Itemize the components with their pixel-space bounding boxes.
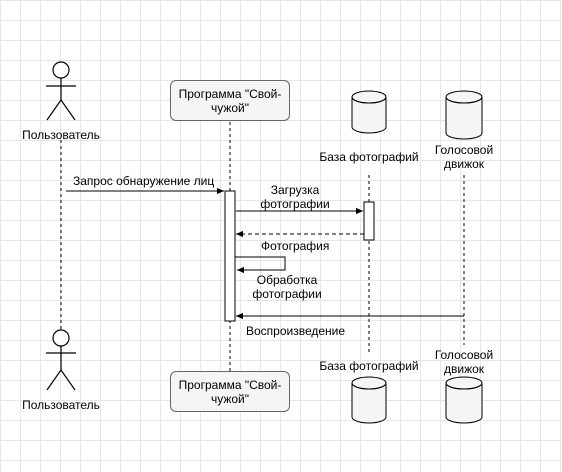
playback-label: Воспроизведение — [246, 324, 346, 338]
process-photo-self-arrow[interactable] — [235, 256, 286, 274]
load-photo-label: Загрузка фотографии — [260, 183, 330, 211]
user-top-label: Пользователь — [22, 128, 100, 142]
program-bottom-box[interactable]: Программа "Свой- чужой" — [170, 371, 290, 412]
process-photo-label: Обработка фотографии — [252, 273, 322, 301]
user-bottom-label: Пользователь — [22, 398, 100, 412]
program-top-box[interactable]: Программа "Свой- чужой" — [170, 80, 290, 121]
photo-db-top-label: База фотографий — [319, 150, 419, 164]
voice-bottom-label: Голосовой движок — [434, 348, 494, 376]
face-request-label: Запрос обнаружение лиц — [73, 174, 215, 188]
user-actor-bottom-icon[interactable] — [46, 329, 76, 391]
photo-db-bottom-icon[interactable] — [351, 376, 387, 424]
photo-db-bottom-label: База фотографий — [319, 359, 419, 373]
voice-top-label: Голосовой движок — [434, 143, 494, 171]
voice-db-bottom-icon[interactable] — [445, 376, 483, 424]
user-actor-top-icon[interactable] — [46, 61, 76, 121]
voice-db-top-icon[interactable] — [445, 90, 483, 140]
program-activation-bar[interactable] — [224, 190, 236, 322]
photo-db-top-icon[interactable] — [351, 90, 387, 134]
photo-db-activation-bar[interactable] — [363, 201, 375, 241]
photo-return-label: Фотография — [261, 239, 330, 253]
